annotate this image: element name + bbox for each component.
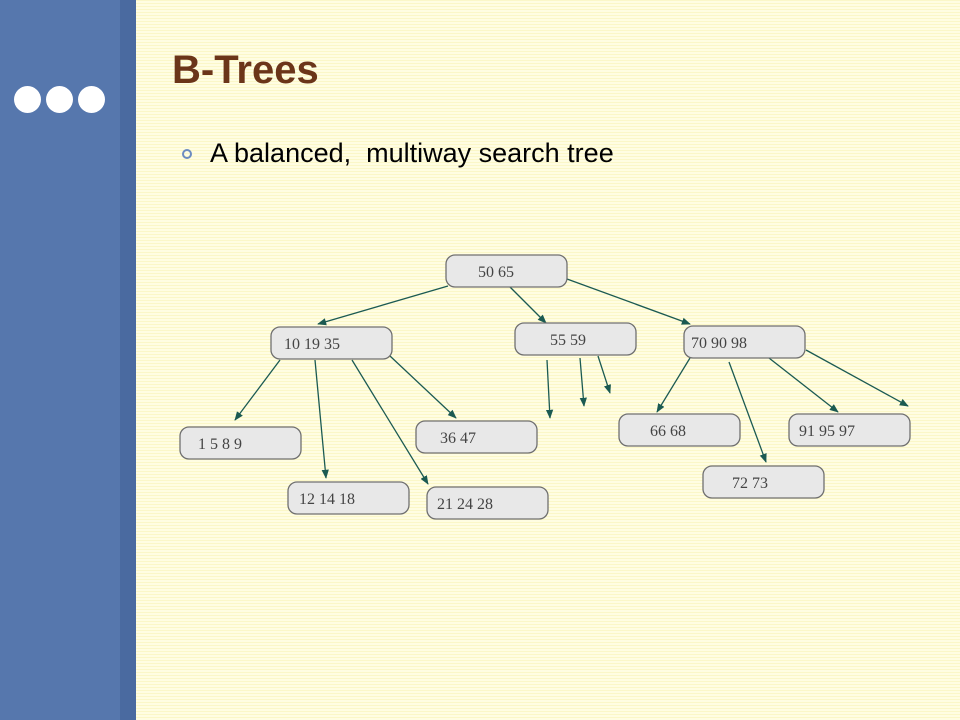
sidebar-edge	[120, 0, 136, 720]
tree-edge-arrow	[579, 357, 587, 407]
tree-node-box	[270, 326, 393, 360]
tree-node-label: 1 5 8 9	[198, 436, 242, 453]
tree-node-label: 21 24 28	[437, 496, 493, 513]
tree-edge-arrow	[314, 359, 329, 479]
tree-node: 70 90 98	[683, 325, 806, 359]
tree-node: 36 47	[415, 420, 538, 454]
tree-node-label: 66 68	[650, 423, 686, 440]
tree-node-box	[683, 325, 806, 359]
tree-node: 21 24 28	[426, 486, 549, 520]
tree-node-box	[702, 465, 825, 499]
tree-edge-arrow	[656, 357, 691, 413]
bullet-item: A balanced, multiway search tree	[182, 138, 614, 169]
bullet-ring-icon	[182, 148, 192, 159]
sidebar-band	[0, 0, 120, 720]
decorative-dot	[78, 86, 105, 113]
slide-title: B-Trees	[172, 48, 319, 92]
decorative-dot	[14, 86, 41, 113]
tree-node: 50 65	[445, 254, 568, 288]
tree-node-label: 72 73	[732, 475, 768, 492]
tree-node-box	[415, 420, 538, 454]
tree-node-box	[788, 413, 911, 447]
tree-node-box	[287, 481, 410, 515]
tree-edge-arrow	[351, 359, 429, 485]
tree-node: 12 14 18	[287, 481, 410, 515]
tree-node: 66 68	[618, 413, 741, 447]
tree-node: 55 59	[514, 322, 637, 356]
tree-edge-arrow	[509, 286, 547, 324]
tree-edge-arrow	[389, 355, 457, 419]
tree-node-box	[426, 486, 549, 520]
tree-node-label: 10 19 35	[284, 336, 340, 353]
tree-edge-arrow	[597, 355, 611, 394]
tree-node-box	[618, 413, 741, 447]
tree-node-label: 12 14 18	[299, 491, 355, 508]
tree-edge-arrow	[768, 357, 839, 413]
tree-node-box	[514, 322, 637, 356]
tree-node-label: 91 95 97	[799, 423, 855, 440]
tree-edge-arrow	[566, 278, 691, 325]
tree-node-label: 55 59	[550, 332, 586, 349]
tree-node: 91 95 97	[788, 413, 911, 447]
tree-edge-arrow	[234, 359, 281, 421]
tree-node-box	[445, 254, 568, 288]
tree-node-label: 70 90 98	[691, 335, 747, 352]
tree-edge-arrow	[317, 285, 449, 326]
tree-edge-arrow	[728, 361, 767, 463]
tree-node: 72 73	[702, 465, 825, 499]
tree-node-label: 50 65	[478, 264, 514, 281]
bullet-text: A balanced, multiway search tree	[210, 138, 614, 168]
decorative-dot	[46, 86, 73, 113]
tree-node-box	[179, 426, 302, 460]
tree-node: 10 19 35	[270, 326, 393, 360]
tree-node-label: 36 47	[440, 430, 476, 447]
tree-edge-arrow	[805, 349, 909, 407]
tree-edge-arrow	[545, 359, 554, 419]
tree-node: 1 5 8 9	[179, 426, 302, 460]
